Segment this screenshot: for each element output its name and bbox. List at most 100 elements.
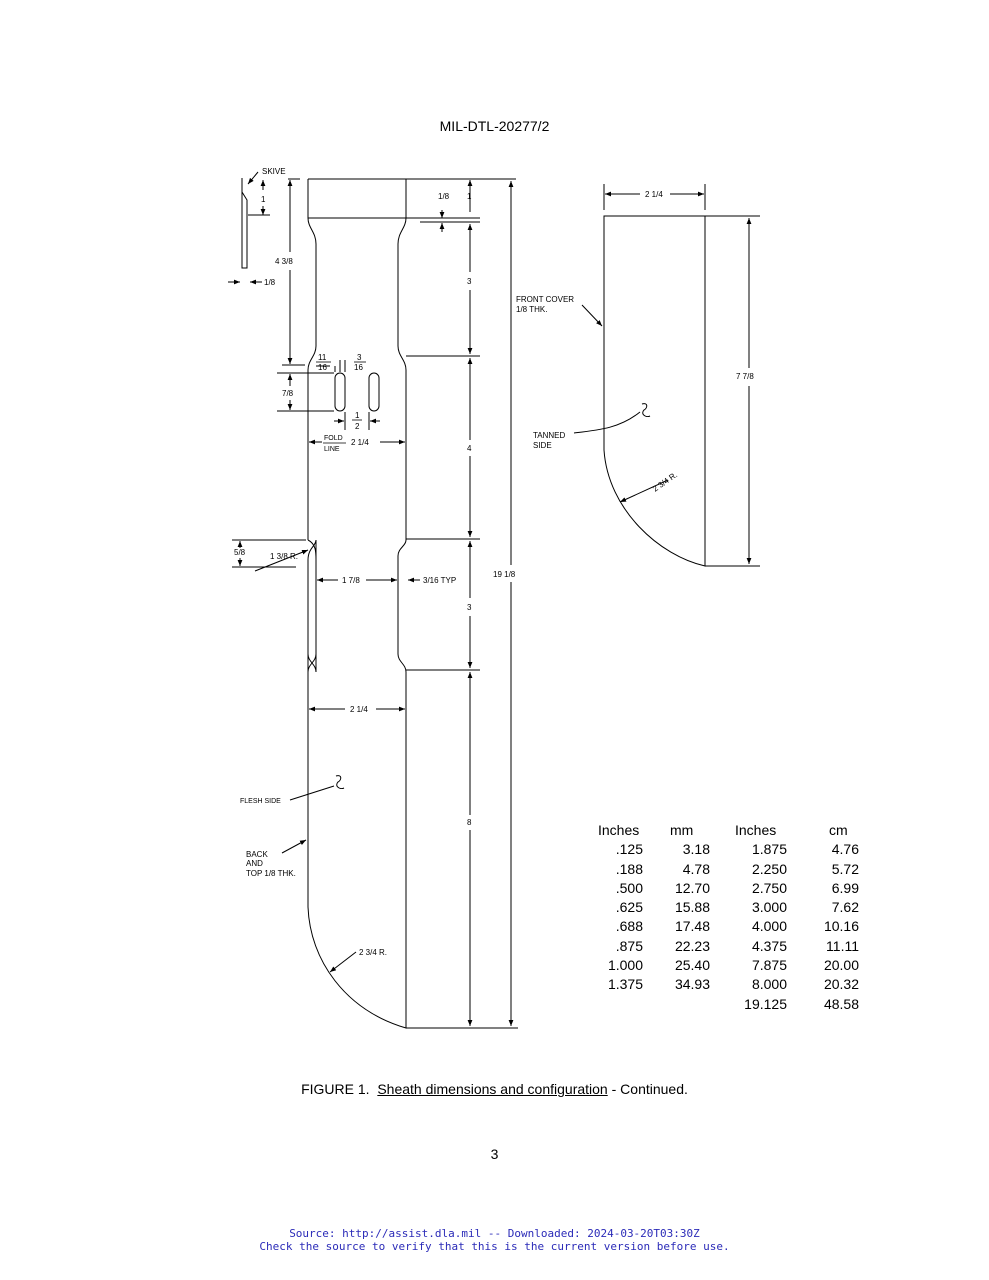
cell: 4.375 (751, 937, 787, 954)
cell: 3.18 (682, 841, 710, 858)
label-half-den: 2 (355, 422, 360, 431)
table-row: .500 12.70 2.750 6.99 (588, 879, 859, 898)
cell: .500 (615, 879, 643, 896)
document-number: MIL-DTL-20277/2 (439, 118, 550, 134)
cell: 34.93 (674, 976, 710, 993)
cell: 7.62 (831, 899, 859, 916)
cell: .875 (615, 937, 643, 954)
table-row: 1.000 25.40 7.875 20.00 (588, 956, 859, 975)
label-flesh-side: FLESH SIDE (240, 798, 281, 805)
table-row: .625 15.88 3.000 7.62 (588, 898, 859, 917)
label-front-width: 2 1/4 (645, 190, 663, 199)
cell: 1.375 (607, 976, 643, 993)
header-mm: mm (670, 822, 694, 838)
back-piece-outline (307, 178, 407, 1029)
source-note: Source: http://assist.dla.mil -- Downloa… (0, 1227, 989, 1253)
caption-suffix: - Continued. (611, 1081, 688, 1097)
caption-prefix: FIGURE 1. (301, 1081, 370, 1097)
skive-detail (241, 178, 248, 269)
cell: 22.23 (674, 937, 710, 954)
label-radius-small: 1 3/8 R. (270, 552, 298, 561)
cell: 8.000 (751, 976, 787, 993)
label-three-b: 3 (467, 603, 472, 612)
source-line-1: Source: http://assist.dla.mil -- Downloa… (289, 1227, 700, 1240)
cell: 19.125 (744, 995, 787, 1012)
label-back-1: BACK (246, 850, 268, 859)
front-cover-outline (603, 215, 706, 567)
label-front-height: 7 7/8 (736, 372, 754, 381)
cell: 48.58 (823, 995, 859, 1012)
cell: 4.76 (831, 841, 859, 858)
label-one-seven-eighths: 1 7/8 (342, 576, 360, 585)
label-half-num: 1 (355, 411, 360, 420)
label-fold: FOLD (324, 435, 343, 442)
table-row: .125 3.18 1.875 4.76 (588, 840, 859, 859)
cell (643, 995, 710, 1014)
cell: 7.875 (751, 957, 787, 974)
slot-left (334, 372, 346, 412)
cell: 6.99 (831, 879, 859, 896)
label-one-top: 1 (261, 195, 266, 204)
table-row: .875 22.23 4.375 11.11 (588, 937, 859, 956)
label-three-small: 3 (357, 353, 362, 362)
label-eleven: 11 (318, 353, 327, 362)
cell: .625 (615, 899, 643, 916)
label-nineteen: 19 1/8 (493, 570, 516, 579)
label-line: LINE (324, 446, 340, 453)
table-row: 1.375 34.93 8.000 20.32 (588, 975, 859, 994)
table-row: 19.125 48.58 (588, 995, 859, 1014)
cell: 10.16 (823, 918, 859, 935)
cell: 4.78 (682, 860, 710, 877)
label-sixteen-b: 16 (354, 363, 363, 372)
caption-title: Sheath dimensions and configuration (377, 1081, 608, 1097)
header-cm: cm (829, 822, 848, 838)
cell: 5.72 (831, 860, 859, 877)
figure-caption: FIGURE 1. Sheath dimensions and configur… (0, 1081, 989, 1097)
label-one-eighth-right: 1/8 (438, 192, 450, 201)
cell: 1.875 (751, 841, 787, 858)
cell: 4.000 (751, 918, 787, 935)
label-five-eighths: 5/8 (234, 548, 246, 557)
label-fold-width: 2 1/4 (351, 438, 369, 447)
table-header: Inches mm Inches cm (588, 821, 859, 840)
label-one-right: 1 (467, 192, 472, 201)
slot-right (368, 372, 380, 412)
label-skive: SKIVE (262, 167, 286, 176)
table-row: .188 4.78 2.250 5.72 (588, 860, 859, 879)
cell: 20.00 (823, 957, 859, 974)
label-eight: 8 (467, 818, 472, 827)
label-tanned-2: SIDE (533, 441, 552, 450)
cell: 15.88 (674, 899, 710, 916)
cell: 3.000 (751, 899, 787, 916)
label-four-three-eighths: 4 3/8 (275, 257, 293, 266)
conversion-table: Inches mm Inches cm .125 3.18 1.875 4.76… (588, 821, 859, 1014)
label-front-cover-1: FRONT COVER (516, 295, 574, 304)
label-front-radius: 2 3/4 R. (651, 470, 679, 493)
cell: .188 (615, 860, 643, 877)
cell: 2.750 (751, 879, 787, 896)
label-four: 4 (467, 444, 472, 453)
header-inches-b: Inches (735, 822, 777, 838)
label-three-a: 3 (467, 277, 472, 286)
label-sixteen-a: 16 (318, 363, 327, 372)
label-seven-eighths: 7/8 (282, 389, 294, 398)
cell: 12.70 (674, 879, 710, 896)
cell: 1.000 (607, 957, 643, 974)
label-front-cover-2: 1/8 THK. (516, 305, 547, 314)
page-number: 3 (490, 1146, 499, 1162)
label-two-quarter-lower: 2 1/4 (350, 705, 368, 714)
cell: 25.40 (674, 957, 710, 974)
label-one-eighth-skive: 1/8 (264, 278, 276, 287)
label-back-3: TOP 1/8 THK. (246, 869, 296, 878)
header-inches-a: Inches (598, 822, 640, 838)
cell: 11.11 (826, 937, 859, 954)
cell: 2.250 (751, 860, 787, 877)
cell: .688 (615, 918, 643, 935)
label-three-sixteenths-typ: 3/16 TYP (423, 576, 456, 585)
source-line-2: Check the source to verify that this is … (259, 1240, 730, 1253)
cell: .125 (615, 841, 643, 858)
label-back-2: AND (246, 859, 263, 868)
cell (588, 995, 643, 1014)
cell: 20.32 (823, 976, 859, 993)
